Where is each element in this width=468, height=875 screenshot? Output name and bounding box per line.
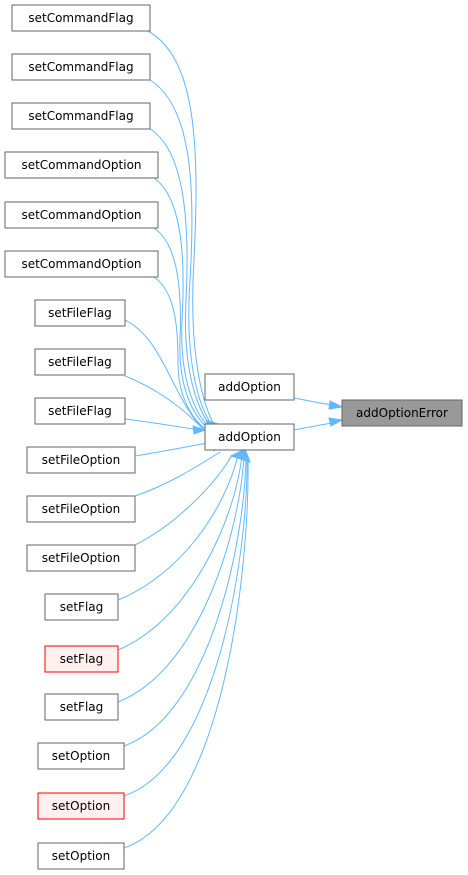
edge-setflag-1 [117,454,239,601]
node-label: setCommandOption [21,158,141,172]
node-addoption-2[interactable]: addOption [204,423,295,451]
node-setfileoption-1[interactable]: setFileOption [26,446,136,474]
node-label: addOption [218,380,281,394]
node-setfileflag-2[interactable]: setFileFlag [34,348,126,376]
edge-setfileflag-2 [124,375,207,433]
edge-setfileflag-1 [124,319,207,433]
edge-setoption-3 [123,455,249,849]
nodes: addOptionError addOption addOption setCo… [4,4,463,870]
node-setcommandflag-1[interactable]: setCommandFlag [11,4,151,32]
node-label: setOption [52,799,110,813]
node-setfileoption-3[interactable]: setFileOption [26,544,136,572]
edge-setcommandoption-3 [153,276,209,432]
node-setflag-3[interactable]: setFlag [44,693,119,721]
node-setfileoption-2[interactable]: setFileOption [26,495,136,523]
node-setcommandflag-3[interactable]: setCommandFlag [11,102,151,130]
node-label: setFileFlag [48,355,112,369]
edge-setcommandflag-1 [145,29,219,431]
edge-setoption-2 [123,455,248,797]
arrowhead-addoptionerror-2 [328,417,344,427]
node-label: setFlag [60,652,104,666]
node-label: setFileFlag [48,306,112,320]
edge-setcommandoption-2 [153,227,211,431]
node-label: setCommandFlag [28,60,133,74]
node-label: setFileFlag [48,404,112,418]
arrowhead-addoption-bottom-cluster [229,448,251,463]
node-label: setOption [52,849,110,863]
node-addoptionerror[interactable]: addOptionError [341,399,463,427]
node-label: setCommandOption [21,208,141,222]
edge-setflag-2 [117,454,243,651]
node-label: setFileOption [42,502,120,516]
node-setcommandflag-2[interactable]: setCommandFlag [11,53,151,81]
node-label: addOptionError [356,406,448,420]
arrowhead-addoption-left-cluster [192,425,207,435]
edge-setfileoption-2 [134,451,221,497]
edge-setcommandflag-3 [149,128,215,431]
node-setflag-1[interactable]: setFlag [44,593,119,621]
node-addoption-1[interactable]: addOption [204,373,295,401]
node-setcommandoption-1[interactable]: setCommandOption [4,151,159,179]
node-setfileflag-1[interactable]: setFileFlag [34,299,126,327]
edges [117,29,333,849]
edge-addoption-1-to-addoptionerror [293,397,333,406]
node-label: setFileOption [42,453,120,467]
node-setoption-1[interactable]: setOption [37,742,125,770]
node-label: setCommandOption [21,257,141,271]
node-label: setOption [52,749,110,763]
node-setfileflag-3[interactable]: setFileFlag [34,397,126,425]
node-label: setFlag [60,600,104,614]
node-label: setFlag [60,700,104,714]
node-setoption-3[interactable]: setOption [37,842,125,870]
edge-setfileoption-3 [134,454,233,546]
arrowhead-addoptionerror-1 [328,400,344,410]
node-setcommandoption-2[interactable]: setCommandOption [4,201,159,229]
node-label: setFileOption [42,551,120,565]
node-setflag-2-highlighted[interactable]: setFlag [44,645,119,673]
edge-setcommandoption-1 [153,177,213,431]
edge-setcommandflag-2 [149,79,217,431]
edge-addoption-2-to-addoptionerror [293,422,333,431]
edge-setoption-1 [123,455,247,747]
edge-setfileoption-1 [134,442,209,457]
node-label: setCommandFlag [28,11,133,25]
node-setoption-2-highlighted[interactable]: setOption [37,792,125,820]
edge-setflag-3 [117,455,245,703]
node-label: addOption [218,430,281,444]
node-label: setCommandFlag [28,109,133,123]
node-setcommandoption-3[interactable]: setCommandOption [4,250,159,278]
